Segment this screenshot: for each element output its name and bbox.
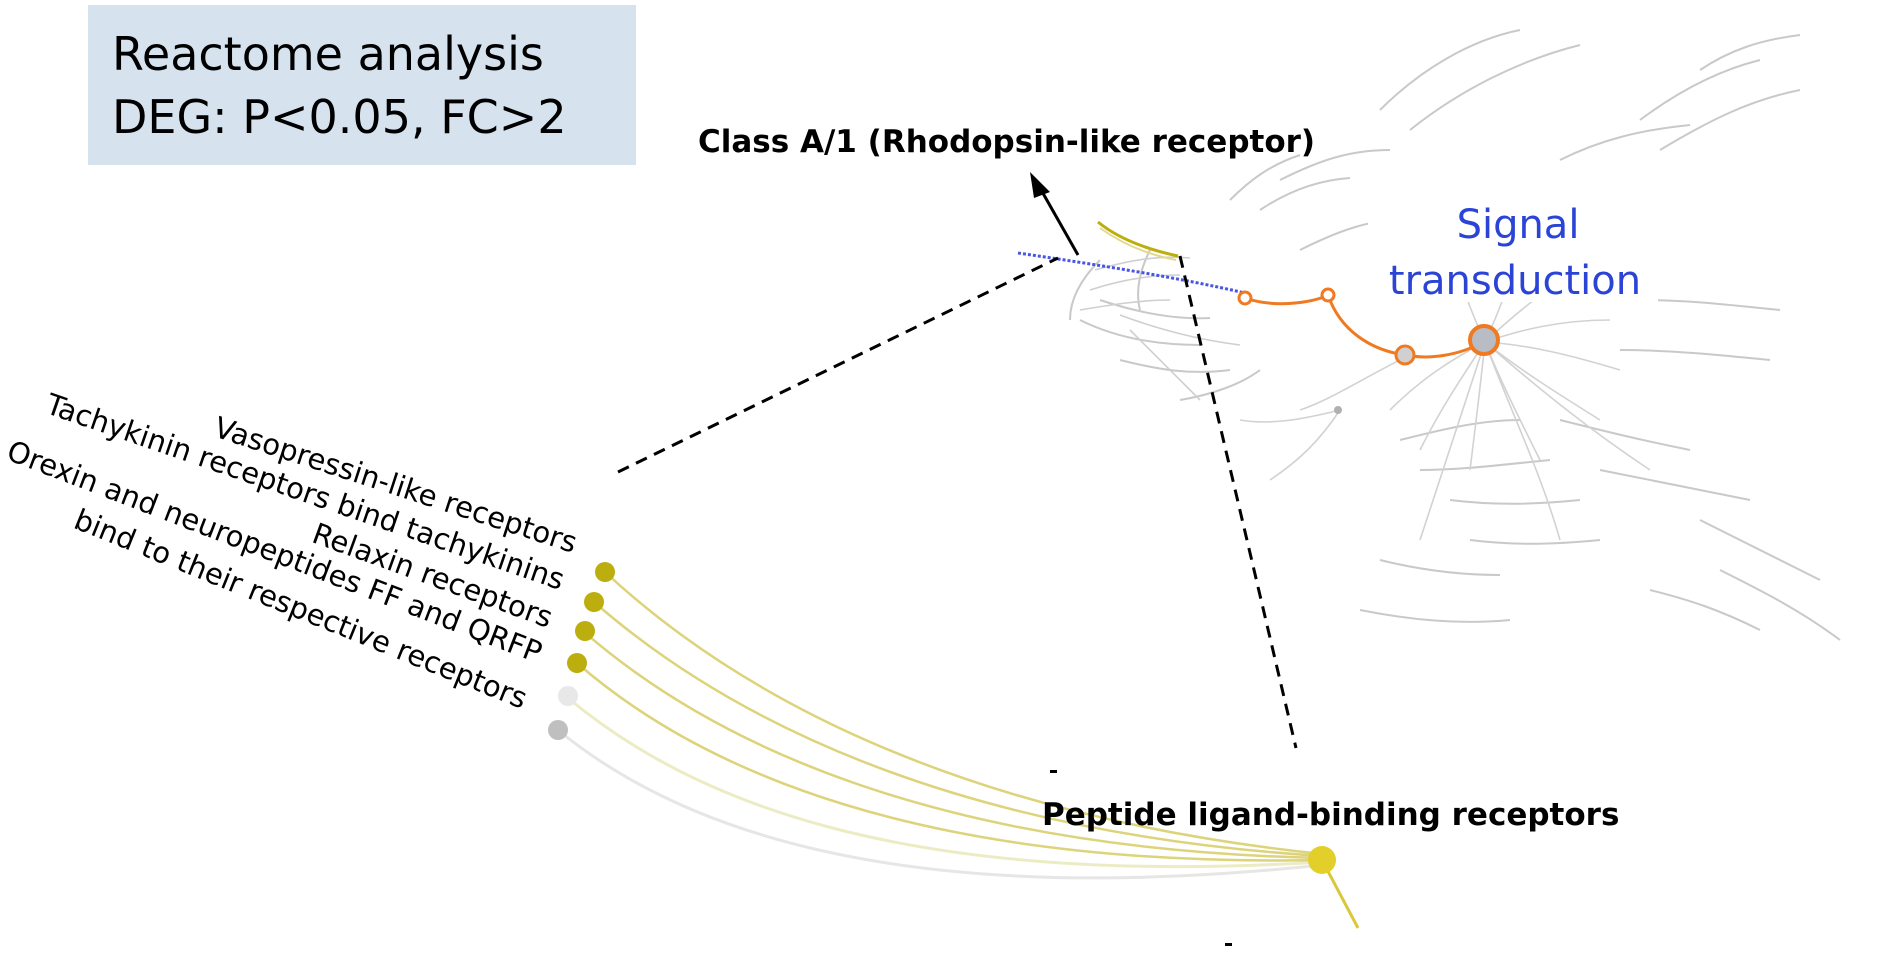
class-a-label: Class A/1 (Rhodopsin-like receptor) xyxy=(698,124,1315,160)
class-a-arrow xyxy=(1030,172,1080,256)
info-box-criteria: DEG: P<0.05, FC>2 xyxy=(112,90,567,144)
highlight-path-line xyxy=(1244,293,1329,306)
signal-transduction-node xyxy=(1468,324,1500,356)
curve-olive-1 xyxy=(604,571,1323,856)
signal-label-line1: Signal xyxy=(1457,202,1580,248)
small-tick-bottom xyxy=(1225,943,1232,946)
branch-node xyxy=(1334,406,1342,414)
class-a-arc-shadow xyxy=(1099,227,1177,261)
node-relaxin xyxy=(575,621,595,641)
node-peptide xyxy=(1308,846,1336,874)
signal-transduction-label-box: Signal transduction xyxy=(1368,184,1658,304)
class-a-highlight-link xyxy=(1017,251,1246,295)
pathway-nodes xyxy=(548,562,1336,946)
background-pathway-tree xyxy=(1069,29,1841,641)
zoom-line-left xyxy=(617,256,1059,474)
highlight-node-2 xyxy=(1320,287,1336,303)
node-orexin xyxy=(567,653,587,673)
pathway-curves xyxy=(557,571,1360,929)
small-tick-top xyxy=(1050,770,1057,773)
node-vasopressin xyxy=(595,562,615,582)
class-a-arc xyxy=(1097,220,1179,258)
highlight-node-3 xyxy=(1394,344,1416,366)
curve-olive-2 xyxy=(593,601,1323,858)
class-a-branch-tree xyxy=(1079,256,1241,401)
curve-grey-2 xyxy=(557,728,1323,880)
node-tachykinin xyxy=(584,592,604,612)
highlight-path-line-2 xyxy=(1326,294,1406,357)
info-box-background xyxy=(88,5,636,165)
signal-label-line2: transduction xyxy=(1389,258,1641,304)
curve-olive-3 xyxy=(582,630,1323,860)
zoom-line-right xyxy=(1178,255,1298,749)
node-light-grey xyxy=(558,686,578,706)
signal-label-background xyxy=(1368,184,1658,302)
pathway-labels: Vasopressin-like receptors Tachykinin re… xyxy=(2,387,581,716)
class-a-arrow-head xyxy=(1030,172,1050,198)
info-box: Reactome analysis DEG: P<0.05, FC>2 xyxy=(88,5,636,165)
highlight-path xyxy=(1237,287,1500,366)
highlight-node-1 xyxy=(1237,290,1253,306)
info-box-title: Reactome analysis xyxy=(112,27,544,81)
peptide-label: Peptide ligand-binding receptors xyxy=(1042,797,1619,833)
class-a-arrow-shaft xyxy=(1038,187,1080,256)
curve-grey-1 xyxy=(567,696,1323,869)
node-grey xyxy=(548,720,568,740)
curve-olive-4 xyxy=(576,662,1323,862)
